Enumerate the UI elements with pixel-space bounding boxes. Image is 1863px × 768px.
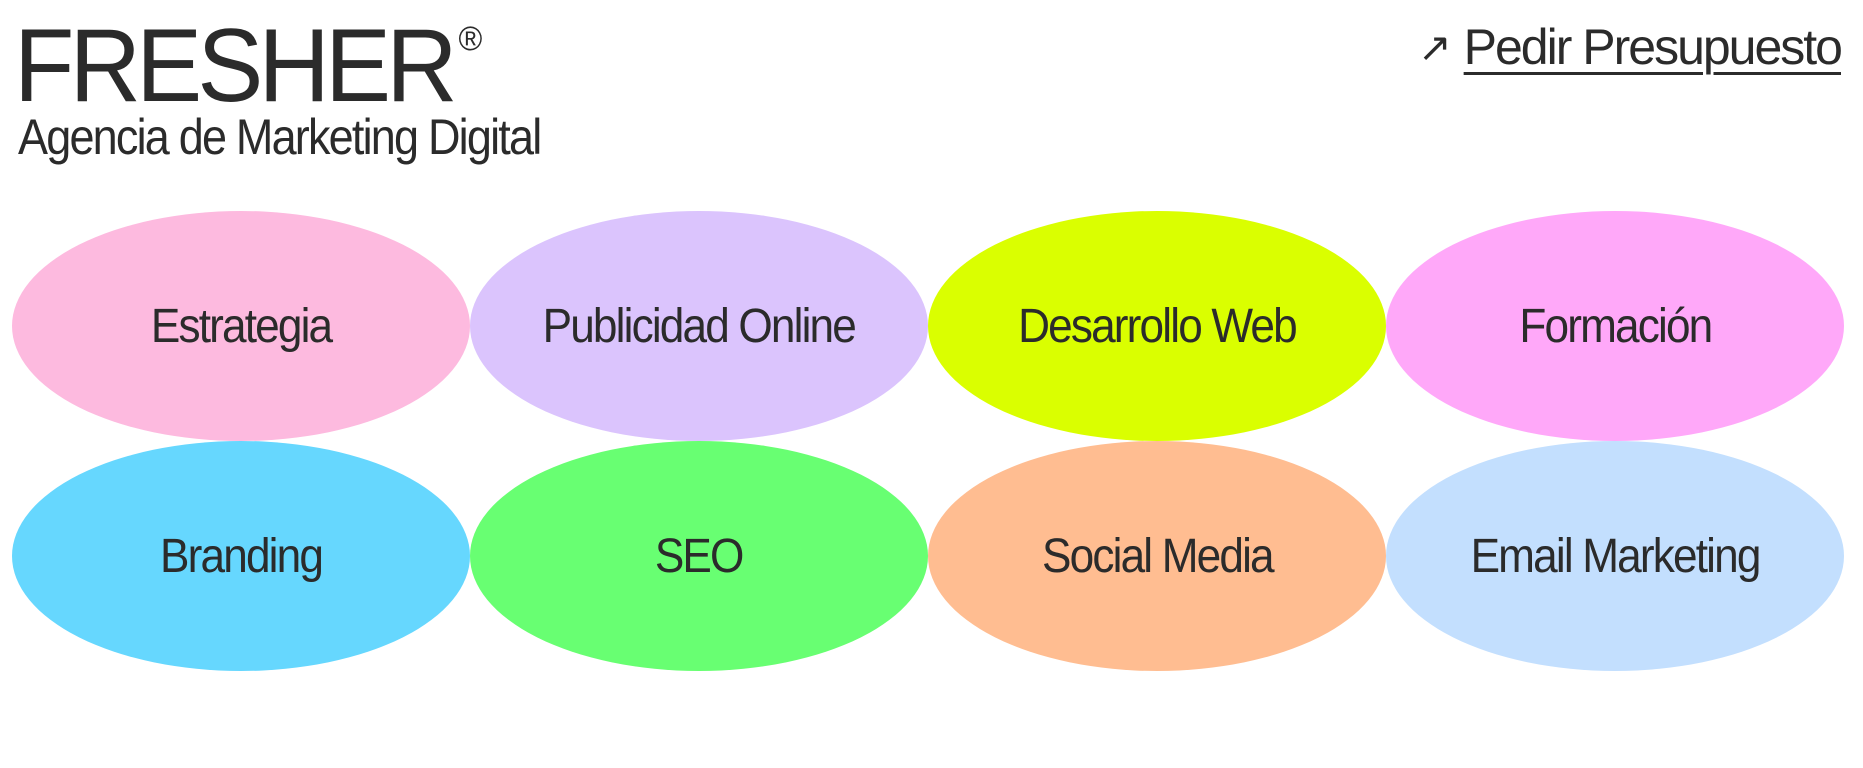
service-label: Social Media xyxy=(1041,529,1275,583)
service-label: Desarrollo Web xyxy=(1018,299,1298,353)
service-label: Publicidad Online xyxy=(542,299,857,353)
arrow-up-right-icon: ↗ xyxy=(1418,25,1452,70)
service-publicidad-online[interactable]: Publicidad Online xyxy=(470,211,928,441)
service-label: Estrategia xyxy=(150,299,333,353)
service-social-media[interactable]: Social Media xyxy=(928,441,1386,671)
tagline: Agencia de Marketing Digital xyxy=(18,109,542,165)
service-branding[interactable]: Branding xyxy=(12,441,470,671)
service-email-marketing[interactable]: Email Marketing xyxy=(1386,441,1844,671)
service-desarrollo-web[interactable]: Desarrollo Web xyxy=(928,211,1386,441)
service-estrategia[interactable]: Estrategia xyxy=(12,211,470,441)
service-formacion[interactable]: Formación xyxy=(1386,211,1844,441)
brand-name: FRESHER xyxy=(14,8,458,124)
registered-mark: ® xyxy=(458,20,483,58)
request-quote-label: Pedir Presupuesto xyxy=(1463,19,1843,75)
service-label: Email Marketing xyxy=(1470,529,1762,583)
service-label: Formación xyxy=(1518,299,1713,353)
request-quote-link[interactable]: ↗ Pedir Presupuesto xyxy=(1418,19,1843,75)
service-label: Branding xyxy=(159,529,324,583)
service-seo[interactable]: SEO xyxy=(470,441,928,671)
service-label: SEO xyxy=(655,529,745,583)
services-grid: Estrategia Publicidad Online Desarrollo … xyxy=(12,211,1844,671)
brand-logo[interactable]: FRESHER® xyxy=(14,14,482,118)
